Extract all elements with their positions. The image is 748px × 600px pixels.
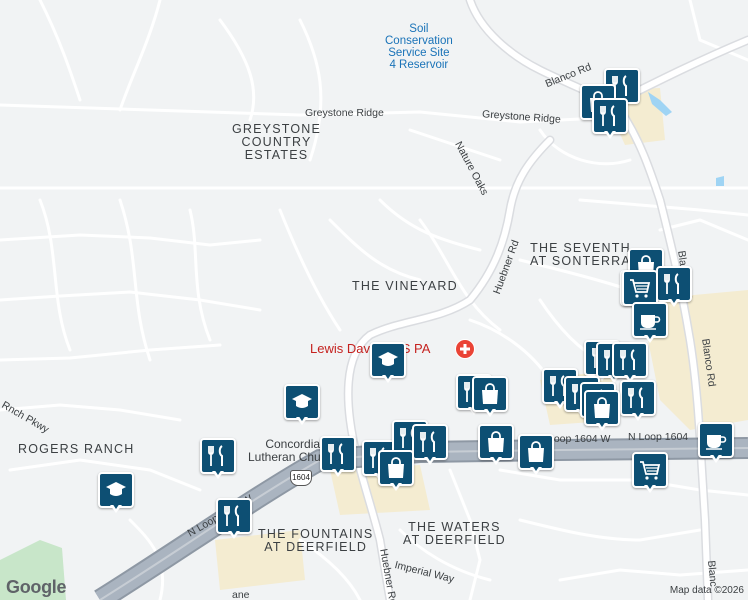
restaurant-pin[interactable]: [612, 342, 648, 386]
shopping-bag-icon: [482, 383, 498, 404]
rogers-ranch-label: ROGERS RANCH: [18, 442, 135, 456]
school-pin[interactable]: [370, 342, 406, 386]
shopping-bag-icon: [594, 397, 610, 418]
restaurant-pin[interactable]: [216, 498, 252, 542]
reservoir-label: Soil Conservation Service Site 4 Reservo…: [385, 23, 453, 72]
the-waters-label: THE WATERS AT DEERFIELD: [403, 520, 506, 548]
cart-icon: [640, 461, 661, 480]
the-fountains-label: THE FOUNTAINS AT DEERFIELD: [258, 527, 374, 555]
restaurant-pin[interactable]: [592, 98, 628, 142]
restaurant-icon: [550, 375, 565, 396]
coffee-icon: [640, 315, 661, 330]
restaurant-icon: [420, 431, 435, 452]
cart-pin[interactable]: [632, 452, 668, 496]
shopping-bag-pin[interactable]: [584, 390, 620, 434]
restaurant-icon: [328, 443, 343, 464]
school-pin[interactable]: [98, 472, 134, 516]
loop-1604-label-east: N Loop 1604: [628, 431, 689, 443]
coffee-icon: [706, 435, 727, 450]
restaurant-icon: [600, 105, 615, 126]
restaurant-icon: [628, 387, 643, 408]
school-icon: [292, 394, 312, 408]
blanco-rd-label-bottom: Blanc: [705, 559, 720, 588]
map-attribution[interactable]: Map data ©2026: [669, 585, 744, 596]
restaurant-pin[interactable]: [412, 424, 448, 468]
coffee-pin[interactable]: [698, 422, 734, 466]
restaurant-icon: [620, 349, 635, 370]
restaurant-pin[interactable]: [620, 380, 656, 424]
greystone-estates-label: GREYSTONE COUNTRY ESTATES: [232, 122, 322, 163]
cart-pin[interactable]: [622, 270, 658, 314]
school-icon: [106, 482, 126, 496]
loop-1604-label-center: Loop 1604 W: [548, 433, 611, 445]
restaurant-pin[interactable]: [320, 436, 356, 480]
shopping-bag-icon: [388, 457, 404, 478]
restaurant-icon: [208, 445, 223, 466]
shopping-bag-pin[interactable]: [378, 450, 414, 494]
school-pin[interactable]: [284, 384, 320, 428]
cart-icon: [630, 279, 651, 298]
the-vineyard-label: THE VINEYARD: [352, 279, 458, 293]
school-icon: [378, 352, 398, 366]
google-logo: Google: [6, 577, 67, 597]
shopping-bag-icon: [488, 431, 504, 452]
greystone-ridge-label-west: Greystone Ridge: [305, 107, 384, 119]
bottom-road-label: ane: [232, 589, 250, 600]
shopping-bag-pin[interactable]: [472, 376, 508, 420]
restaurant-pin[interactable]: [200, 438, 236, 482]
coffee-pin[interactable]: [632, 302, 668, 346]
concordia-church-label[interactable]: Concordia Lutheran Church: [248, 437, 338, 464]
restaurant-icon: [664, 273, 679, 294]
shopping-bag-pin[interactable]: [518, 434, 554, 478]
the-seventh-label: THE SEVENTH AT SONTERRA: [530, 241, 631, 269]
restaurant-icon: [224, 505, 239, 526]
highway-1604-shield: 1604: [290, 470, 312, 486]
shopping-bag-icon: [528, 441, 544, 462]
shopping-bag-pin[interactable]: [478, 424, 514, 468]
medical-icon[interactable]: [455, 339, 475, 359]
park-area: [0, 540, 66, 600]
